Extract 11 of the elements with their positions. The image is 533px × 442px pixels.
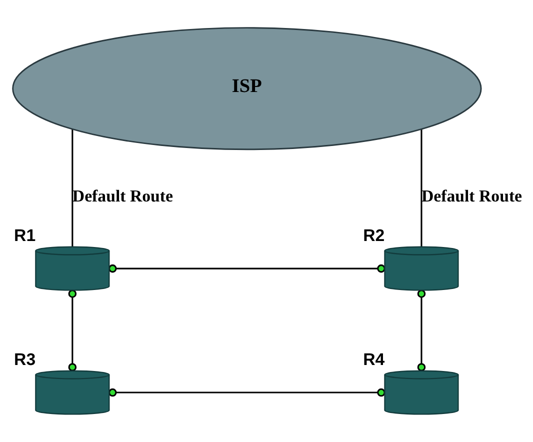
node-label: R2: [363, 226, 385, 246]
connector: [68, 290, 77, 372]
edge-label: Default Route: [72, 186, 173, 206]
node-ellipse: ISP: [12, 27, 482, 150]
node-label: R1: [14, 226, 36, 246]
connector: [108, 388, 386, 397]
node-label: R4: [363, 350, 385, 370]
node-label: R3: [14, 350, 36, 370]
connector: [108, 264, 386, 273]
connector: [417, 290, 426, 372]
edge-label: Default Route: [421, 186, 522, 206]
